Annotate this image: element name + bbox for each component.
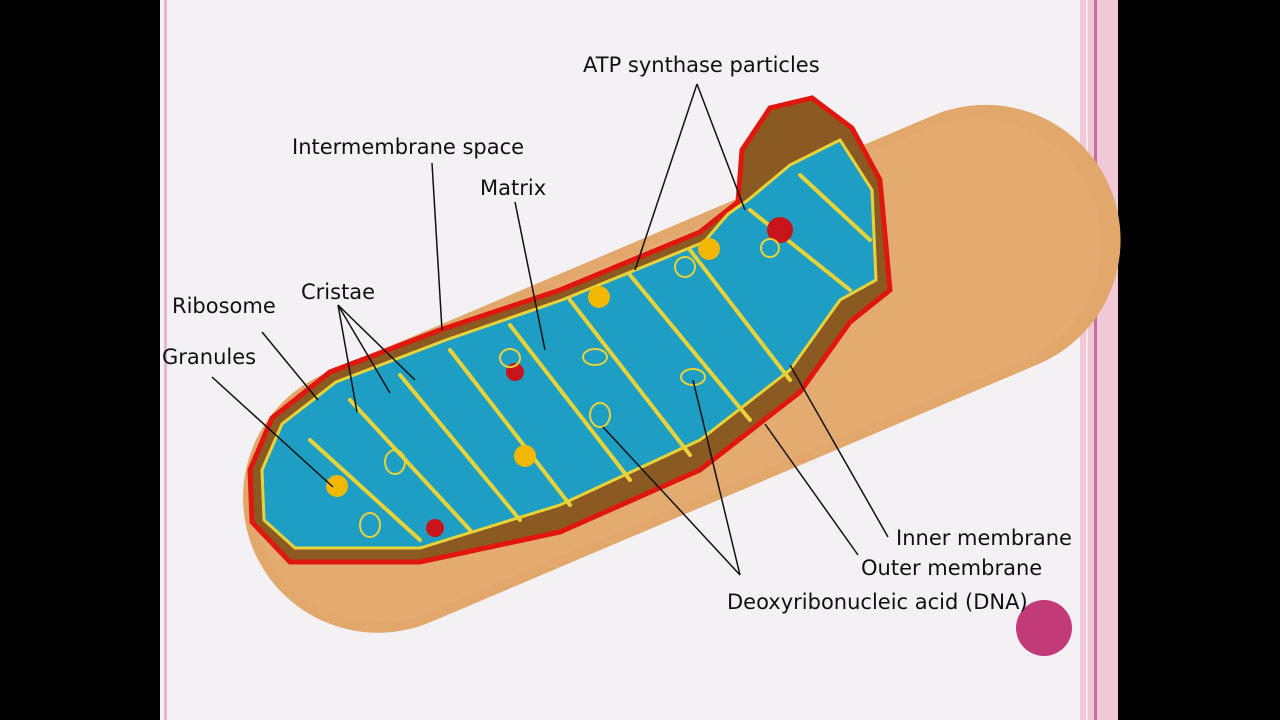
granules xyxy=(326,217,793,537)
label-atp-synthase: ATP synthase particles xyxy=(583,53,820,77)
label-granules: Granules xyxy=(162,345,257,369)
cristae-folds xyxy=(308,173,872,542)
label-intermembrane-space: Intermembrane space xyxy=(292,135,525,159)
label-outer-membrane: Outer membrane xyxy=(861,556,1043,580)
label-ribosome: Ribosome xyxy=(172,294,276,318)
left-border xyxy=(164,0,167,720)
label-cristae: Cristae xyxy=(301,280,376,304)
dna-rings xyxy=(359,238,780,538)
right-border xyxy=(1080,0,1118,720)
pointer-dot xyxy=(1016,600,1072,656)
leader-lines xyxy=(211,83,889,576)
label-inner-membrane: Inner membrane xyxy=(896,526,1072,550)
matrix-shape xyxy=(260,138,878,550)
label-dna: Deoxyribonucleic acid (DNA) xyxy=(727,590,1028,614)
label-matrix: Matrix xyxy=(480,176,547,200)
